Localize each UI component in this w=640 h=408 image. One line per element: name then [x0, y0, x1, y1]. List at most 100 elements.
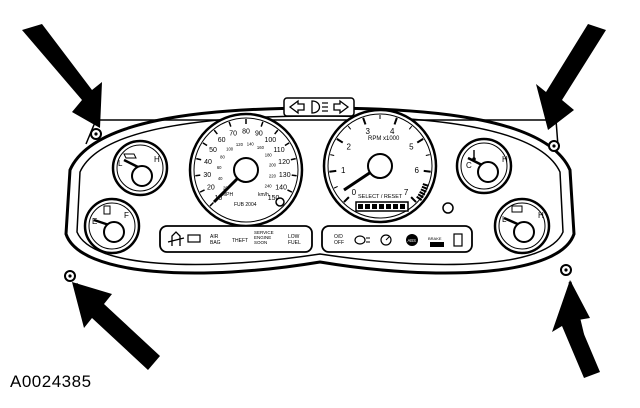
speedometer-tick — [213, 129, 218, 135]
fuel-gauge: E F — [83, 197, 141, 255]
tachometer-major-tick — [336, 138, 344, 144]
tachometer-minor-tick — [347, 125, 352, 130]
speedometer-tick — [284, 142, 290, 147]
headlamp-icon — [311, 100, 328, 114]
arrow-top-left — [22, 24, 102, 128]
tachometer-redline — [415, 183, 429, 202]
odometer-digit-cell — [386, 204, 391, 209]
speedometer: 1020304050607080901001101201301401502040… — [188, 112, 304, 228]
tachometer-minor-tick — [422, 185, 427, 189]
right-turn-arrow-icon — [333, 99, 350, 115]
tachometer-minor-tick — [333, 185, 338, 189]
turn-signal-indicator-panel — [283, 97, 355, 117]
speedometer-kmh-label: 180 — [265, 153, 273, 158]
mounting-screw-bottom-left — [64, 270, 76, 282]
left-turn-arrow-icon — [288, 99, 305, 115]
mounting-screw-bottom-right — [560, 264, 572, 276]
speedometer-mph-label: 140 — [275, 184, 287, 191]
battery-gauge-high: H — [538, 211, 544, 220]
speedometer-mph-label: 150 — [268, 195, 280, 202]
speedometer-tick — [274, 129, 279, 135]
speedometer-tick — [228, 121, 232, 127]
tachometer-major-tick — [410, 196, 417, 203]
tachometer-label: 7 — [404, 188, 409, 197]
speedometer-tick — [196, 157, 202, 161]
select-reset-label: SELECT / RESET — [358, 194, 403, 200]
speedometer-mph-label: 80 — [242, 129, 250, 136]
tachometer-minor-tick — [330, 154, 335, 157]
figure-id-caption: A0024385 — [10, 372, 92, 391]
battery-icon — [511, 205, 523, 213]
speedometer-tick — [209, 201, 215, 207]
tachometer-major-tick — [423, 169, 431, 173]
speedometer-mph-label: 50 — [209, 147, 217, 154]
lamp-theft: THEFT — [232, 238, 248, 244]
tachometer-major-tick — [343, 196, 350, 203]
speedometer-unit-mph: MPH — [222, 192, 234, 198]
abs-lamp: ABS — [406, 234, 418, 246]
odometer-digit-cell — [379, 204, 384, 209]
odometer-digit-cell — [358, 204, 363, 209]
speedometer-mph-label: 90 — [255, 131, 263, 138]
speedometer-tick — [195, 174, 201, 177]
tachometer-label: 1 — [341, 166, 346, 175]
speedometer-kmh-label: 120 — [236, 142, 244, 147]
speedometer-tick — [199, 189, 205, 193]
oil-can-icon — [123, 153, 137, 159]
odometer-digit-cell — [372, 204, 377, 209]
speedometer-mph-label: 70 — [229, 131, 237, 138]
speedometer-mph-label: 20 — [207, 184, 215, 191]
arrow-bottom-right — [552, 280, 600, 378]
speedometer-kmh-label: 200 — [269, 163, 277, 168]
speedometer-tick — [291, 174, 297, 177]
tachometer-major-tick — [416, 138, 424, 144]
tachometer-major-tick — [329, 169, 337, 173]
speedometer-kmh-label: 240 — [265, 183, 273, 188]
odometer-digit-cell — [365, 204, 370, 209]
speedometer-kmh-label: 160 — [257, 145, 265, 150]
speedometer-mph-label: 40 — [204, 159, 212, 166]
battery-gauge: L H — [493, 197, 551, 255]
odometer-readout: FUB 2004 — [234, 202, 257, 208]
speedometer-kmh-label: 60 — [217, 165, 222, 170]
temperature-gauge: C H — [455, 137, 513, 195]
arrow-bottom-left — [72, 282, 160, 370]
speedometer-kmh-label: 220 — [269, 174, 277, 179]
arrow-top-right — [536, 24, 606, 130]
speedometer-tick — [290, 157, 296, 161]
speedometer-mph-label: 130 — [279, 172, 291, 179]
tachometer-minor-tick — [425, 154, 430, 157]
tachometer-minor-tick — [408, 125, 413, 130]
temp-gauge-low: C — [466, 161, 472, 170]
speedometer-unit-kmh: km/h — [258, 192, 269, 198]
speedometer-tick — [287, 189, 293, 193]
oil-gauge-high: H — [154, 155, 160, 164]
speedometer-mph-label: 120 — [278, 159, 290, 166]
tachometer-label: 6 — [415, 166, 420, 175]
speedometer-kmh-label: 100 — [226, 147, 234, 152]
speedometer-kmh-label: 80 — [220, 155, 225, 160]
fuel-gauge-full: F — [124, 211, 129, 220]
tachometer-label: 4 — [390, 127, 395, 136]
tachometer-label: 2 — [346, 142, 351, 151]
select-reset-button — [442, 202, 454, 214]
speedometer-kmh-label: 140 — [247, 141, 255, 146]
cruise-control-icon — [380, 234, 392, 246]
lamp-abs: ABS — [408, 238, 417, 243]
fuel-pump-icon — [103, 205, 111, 215]
speedometer-tick — [260, 121, 264, 127]
speedometer-mph-label: 100 — [264, 137, 276, 144]
odometer-digit-cell — [393, 204, 398, 209]
speedometer-kmh-label: 40 — [218, 176, 223, 181]
mounting-screw-top-left — [90, 128, 102, 140]
temp-gauge-high: H — [502, 155, 508, 164]
charging-system-icon — [187, 234, 201, 243]
mounting-screw-top-right — [548, 140, 560, 152]
